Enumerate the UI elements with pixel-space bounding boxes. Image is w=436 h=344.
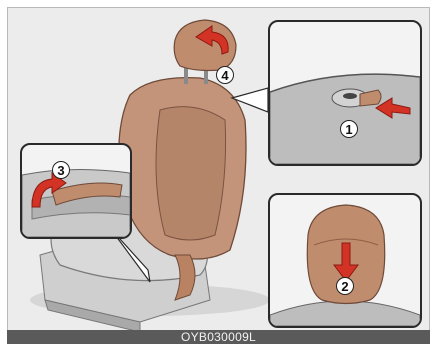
step-4-label: 4 xyxy=(216,66,234,84)
lower-headrest-detail xyxy=(270,195,420,326)
step-2-label: 2 xyxy=(336,277,354,295)
figure-code: OYB030009L xyxy=(7,330,430,344)
seat-lever-detail xyxy=(22,145,130,237)
inset-lower-headrest xyxy=(268,193,422,328)
inset-seat-lever xyxy=(20,143,132,239)
seat-top-surface xyxy=(270,74,420,164)
seatback-center xyxy=(156,107,226,240)
release-button-detail xyxy=(270,22,420,164)
seat-shoulder xyxy=(270,301,420,326)
post-hole xyxy=(343,93,357,99)
inset-release-button xyxy=(268,20,422,166)
step-3-label: 3 xyxy=(52,161,70,179)
step-1-label: 1 xyxy=(340,120,358,138)
